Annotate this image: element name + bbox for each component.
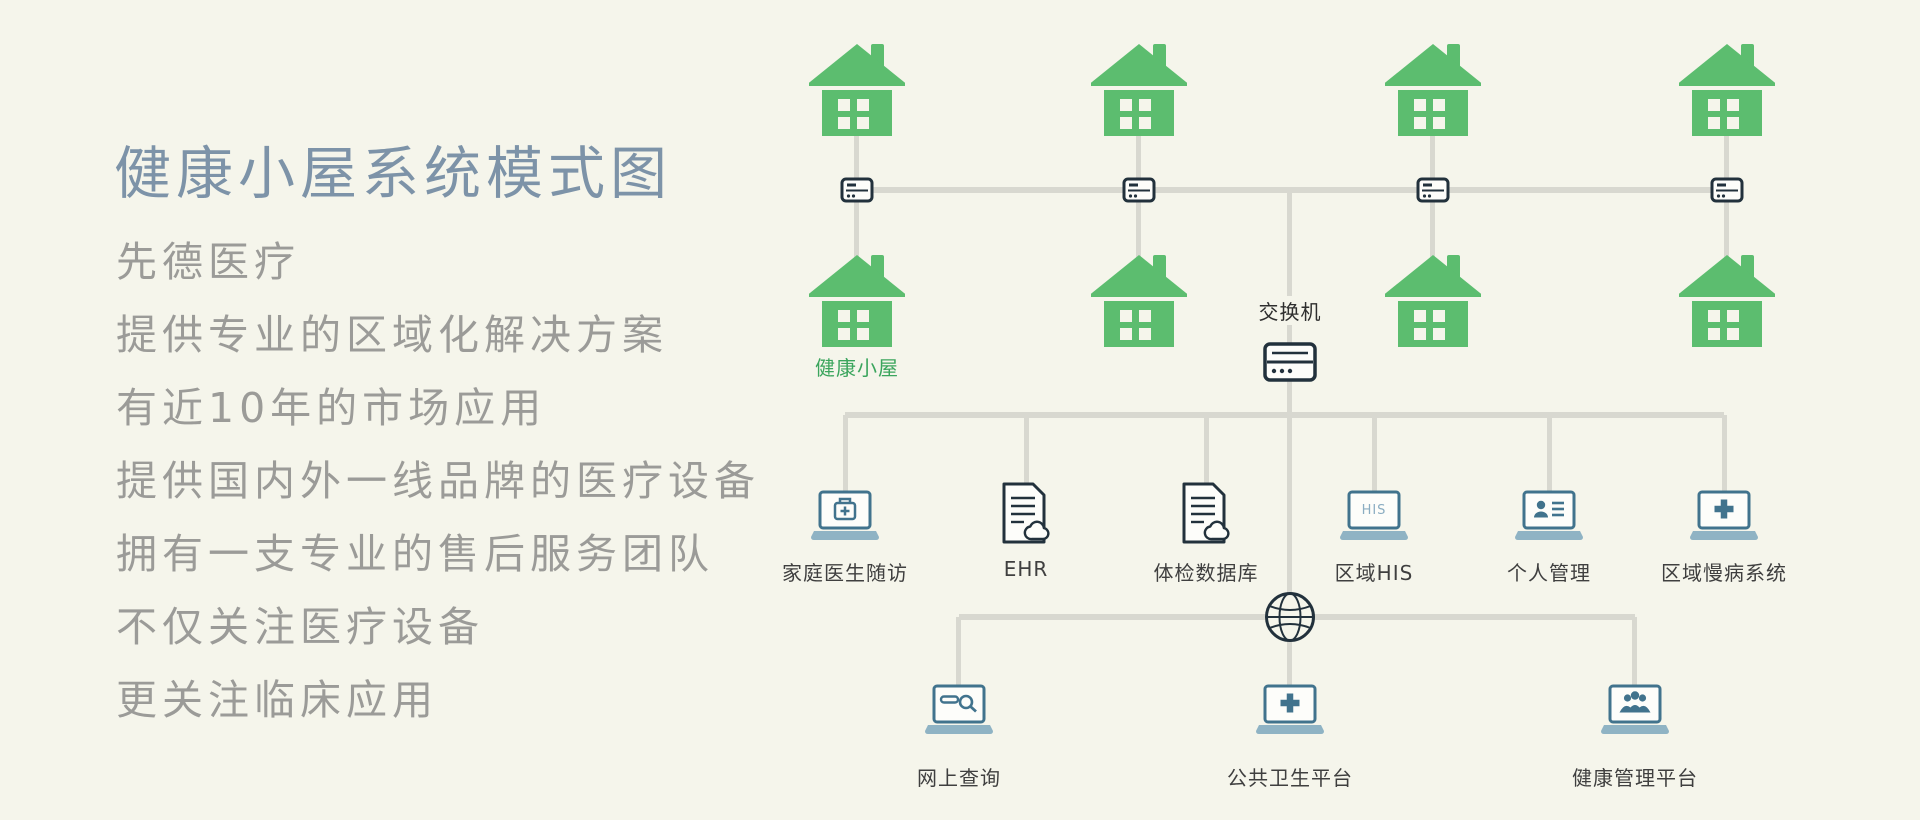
globe-icon [1265,592,1315,642]
hub-node [1710,177,1744,203]
house-row-label: 健康小屋 [815,356,899,380]
feature-line: 拥有一支专业的售后服务团队 [116,530,714,578]
health-hut-node [1087,255,1191,347]
bus-line-middle [845,412,1724,418]
connector-line [1722,415,1727,492]
node-label: 家庭医生随访 [782,561,908,585]
feature-list: 先德医疗 提供专业的区域化解决方案 有近10年的市场应用 提供国内外一线品牌的医… [116,226,760,737]
health-hut-node [1675,255,1779,347]
connector-line [1372,415,1377,492]
connector-line [1024,415,1029,492]
feature-line: 不仅关注医疗设备 [116,603,484,651]
node-label: 区域HIS [1334,561,1414,585]
health-hut-node [805,44,909,136]
feature-line: 先德医疗 [116,238,300,286]
laptop-person-icon [1513,490,1585,542]
node-ehr [1002,482,1050,544]
feature-line: 提供国内外一线品牌的医疗设备 [116,457,760,505]
central-switch-node [1263,342,1317,382]
node-label: 健康管理平台 [1572,766,1698,790]
laptop-medical-icon [809,490,881,542]
connector-line [1547,415,1552,492]
health-hut-node [805,255,909,347]
connector-line [843,415,848,492]
node-label: 区域慢病系统 [1661,561,1787,585]
house-icon [1675,255,1779,347]
node-health-management-platform [1599,684,1671,736]
connector-line [1632,617,1637,686]
house-icon [805,44,909,136]
health-hut-node [1381,255,1485,347]
laptop-group-icon [1599,684,1671,736]
node-regional-his: HIS [1338,490,1410,542]
node-label: 公共卫生平台 [1227,766,1353,790]
feature-line: 更关注临床应用 [116,676,438,724]
small-switch-icon [1416,177,1450,203]
node-exam-database [1182,482,1230,544]
internet-node [1264,591,1316,643]
laptop-his-icon: HIS [1338,490,1410,542]
connector-line [1204,415,1209,492]
health-hut-node [1675,44,1779,136]
house-icon [1087,44,1191,136]
house-icon [1087,255,1191,347]
bus-line-top [857,187,1727,193]
switch-label: 交换机 [1252,296,1328,325]
switch-icon [1263,342,1317,382]
node-chronic-disease-system [1688,490,1760,542]
laptop-search-icon [923,684,995,736]
node-label: 个人管理 [1507,561,1591,585]
hub-node [1122,177,1156,203]
house-icon [1675,44,1779,136]
document-cloud-icon [1002,482,1050,544]
connector-line [956,617,961,686]
node-public-health-platform [1254,684,1326,736]
node-label: EHR [1003,557,1049,581]
laptop-screen-text: HIS [1362,503,1387,518]
center-connector-lower [1287,412,1292,686]
node-family-doctor-followup [809,490,881,542]
hub-node [840,177,874,203]
document-cloud-icon [1182,482,1230,544]
node-online-query [923,684,995,736]
health-hut-node [1381,44,1485,136]
node-personal-management [1513,490,1585,542]
small-switch-icon [1710,177,1744,203]
page-title: 健康小屋系统模式图 [114,141,672,207]
house-icon [1381,255,1485,347]
small-switch-icon [1122,177,1156,203]
house-icon [805,255,909,347]
health-hut-node [1087,44,1191,136]
feature-line: 提供专业的区域化解决方案 [116,311,668,359]
node-label: 体检数据库 [1153,561,1259,585]
laptop-plus-icon [1254,684,1326,736]
laptop-plus-icon [1688,490,1760,542]
hub-node [1416,177,1450,203]
house-icon [1381,44,1485,136]
feature-line: 有近10年的市场应用 [116,384,547,432]
node-label: 网上查询 [917,766,1001,790]
small-switch-icon [840,177,874,203]
